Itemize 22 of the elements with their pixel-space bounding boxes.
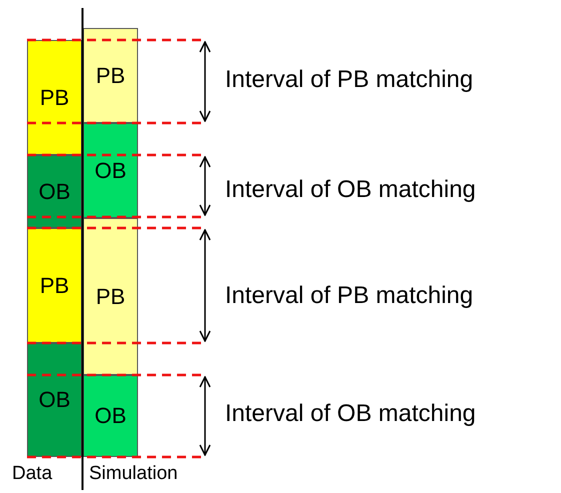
block-label: OB [94, 403, 126, 429]
block-label: PB [40, 84, 70, 110]
interval-label: Interval of OB matching [225, 176, 476, 204]
block-label: OB [94, 158, 126, 184]
interval-label: Interval of PB matching [225, 66, 474, 94]
column-label: Data [12, 463, 52, 485]
colored-block [27, 155, 82, 228]
interval-label: Interval of OB matching [225, 400, 476, 428]
interval-label: Interval of PB matching [225, 282, 474, 310]
column-label: Simulation [89, 463, 178, 485]
block-label: PB [40, 272, 70, 298]
colored-block [83, 123, 138, 218]
block-label: PB [96, 62, 126, 88]
colored-block [27, 40, 82, 155]
block-label: PB [96, 284, 126, 310]
block-label: OB [38, 178, 70, 204]
colored-block [83, 218, 138, 375]
block-label: OB [38, 387, 70, 413]
colored-block [83, 375, 138, 457]
colored-block [27, 228, 82, 343]
colored-block [83, 28, 138, 123]
colored-block [27, 343, 82, 457]
